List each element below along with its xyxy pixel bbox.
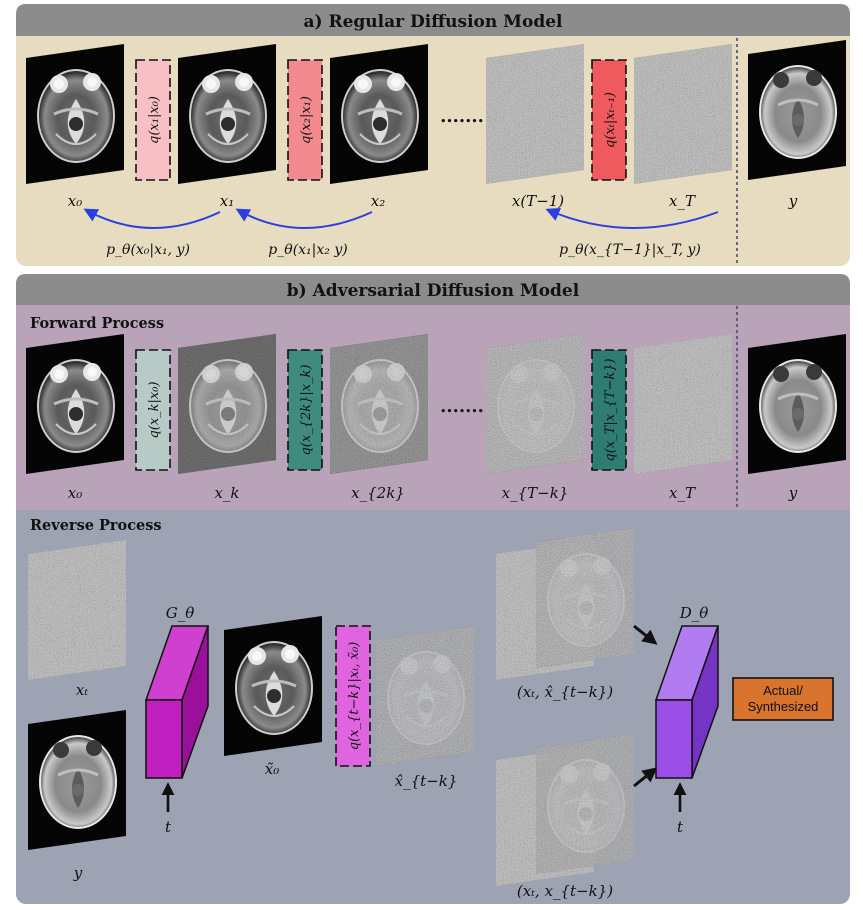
generator-block [144, 625, 210, 779]
image-x2k-b [328, 332, 430, 476]
q-box-a-3 [591, 59, 627, 181]
discriminator-block [654, 625, 720, 779]
image-xhat [374, 624, 476, 768]
image-xk-b [176, 332, 278, 476]
q-box-rev [335, 625, 371, 767]
label-xk-b: x_k [214, 484, 239, 502]
label-y-a: y [788, 192, 798, 210]
label-x2k-b: x_{2k} [351, 484, 405, 502]
panel-a: a) Regular Diffusion Model q(x₁|x₀) q(x₂… [16, 4, 850, 266]
output-label-line1: Actual/ [763, 683, 803, 698]
image-y-b [746, 332, 848, 476]
arrow-to-disc-top [633, 624, 658, 645]
generator-label: G_θ [166, 604, 195, 622]
label-xt-rev: xₜ [76, 681, 88, 699]
image-xT1-a [486, 44, 584, 184]
panel-b: b) Adversarial Diffusion Model Forward P… [16, 274, 850, 904]
label-x0-b: x₀ [68, 484, 82, 502]
label-xTk-b: x_{T−k} [502, 484, 569, 502]
t-label-generator: t [165, 818, 172, 836]
q-box-a-1 [135, 59, 171, 181]
label-y-b: y [788, 484, 798, 502]
q-box-a-2 [287, 59, 323, 181]
image-y-a [746, 38, 848, 182]
reverse-label-a-3: p_θ(x_{T−1}|x_T, y) [559, 242, 701, 258]
label-x2-a: x₂ [371, 192, 385, 210]
panel-b-title: b) Adversarial Diffusion Model [287, 281, 580, 301]
image-x0-a [24, 42, 126, 186]
label-x0-a: x₀ [68, 192, 82, 210]
dots-b: ....... [440, 396, 484, 417]
label-pair-hat: (xₜ, x̂_{t−k}) [517, 683, 613, 701]
dots-a: ....... [440, 106, 484, 127]
image-xTk-b [484, 332, 586, 476]
label-y-rev: y [73, 864, 83, 882]
q-label-b-2: q(x_{2k}|x_k) [299, 364, 314, 455]
q-label-rev: q(x_{t−k}|xₜ, x̃₀) [347, 642, 362, 751]
label-xT-b: x_T [669, 484, 696, 502]
t-label-discriminator: t [677, 818, 684, 836]
q-box-b-1 [135, 349, 171, 471]
q-box-b-2 [287, 349, 323, 471]
q-label-a-1: q(x₁|x₀) [147, 96, 162, 144]
forward-title: Forward Process [30, 315, 164, 332]
image-pair-real-xtk [534, 732, 636, 876]
reverse-label-a-2: p_θ(x₁|x₂ y) [268, 242, 347, 258]
image-x0-tilde [222, 614, 324, 758]
image-x0-b [24, 332, 126, 476]
q-label-a-2: q(x₂|x₁) [299, 96, 314, 144]
q-label-b-1: q(x_k|x₀) [147, 381, 162, 438]
panel-a-title: a) Regular Diffusion Model [304, 12, 564, 32]
label-x1-a: x₁ [220, 192, 234, 210]
image-y-rev [26, 708, 128, 852]
image-xt-rev [28, 540, 126, 680]
image-xT-b [634, 334, 732, 474]
label-xhat: x̂_{t−k} [395, 772, 458, 790]
reverse-title: Reverse Process [30, 517, 162, 534]
arrow-to-disc-bottom [633, 767, 658, 788]
image-pair-hat-xhat [534, 526, 636, 670]
output-label-line2: Synthesized [748, 699, 819, 714]
label-pair-real: (xₜ, x_{t−k}) [517, 882, 613, 900]
reverse-arrow-a-2 [235, 208, 373, 229]
image-x2-a [328, 42, 430, 186]
panel-b-header [16, 274, 850, 305]
reverse-arrow-a-1 [83, 208, 221, 229]
label-xT-a: x_T [669, 192, 696, 210]
q-label-b-3: q(x_T|x_{T−k}) [603, 358, 618, 461]
label-xT1-a: x(T−1) [512, 192, 564, 210]
label-x0-tilde: x̃₀ [265, 760, 279, 778]
q-label-a-3: q(xₜ|xₜ₋₁) [603, 92, 618, 148]
output-box [732, 677, 834, 721]
reverse-arrow-a-3 [545, 207, 719, 229]
discriminator-label: D_θ [679, 604, 709, 622]
q-box-b-3 [591, 349, 627, 471]
image-xT-a [634, 44, 732, 184]
panel-a-header [16, 4, 850, 36]
reverse-label-a-1: p_θ(x₀|x₁, y) [106, 242, 190, 258]
image-x1-a [176, 42, 278, 186]
